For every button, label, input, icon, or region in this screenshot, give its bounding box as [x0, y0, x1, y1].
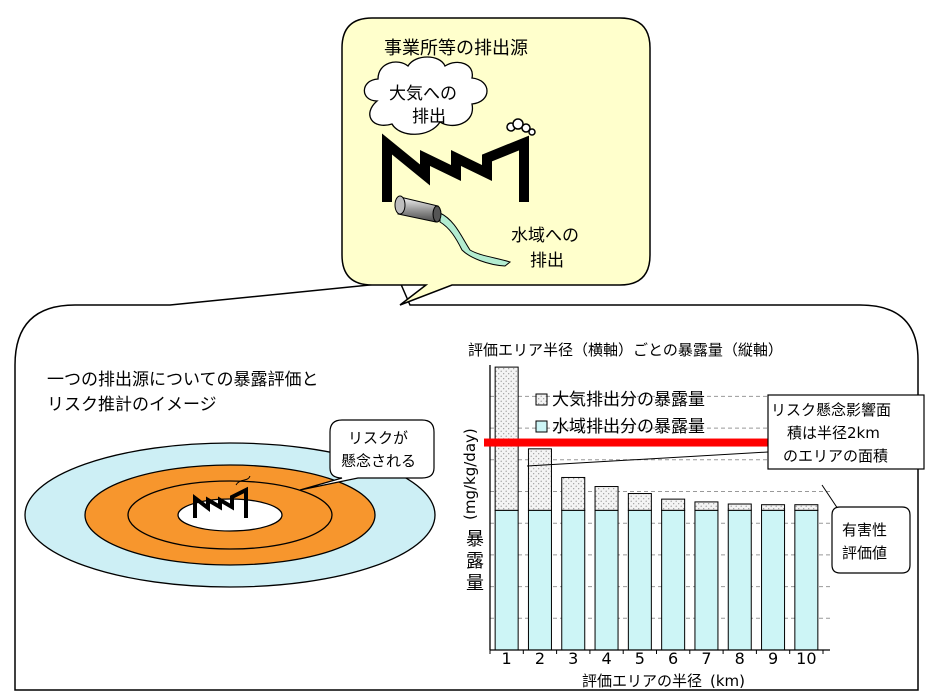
risk-annotation-text-2: 積は半径2km	[787, 424, 880, 442]
bar-water-1	[494, 509, 519, 651]
bar-water-5	[627, 509, 652, 651]
x-tick-label-6: 6	[668, 649, 678, 668]
bar-water-2	[527, 509, 552, 651]
bar-water-4	[594, 509, 619, 651]
chart-xlabel: 評価エリアの半径	[582, 672, 702, 690]
legend-label-air: 大気排出分の暴露量	[552, 390, 705, 410]
area-rings	[24, 442, 436, 588]
air-release-label-1: 大気への	[389, 84, 457, 104]
chart-title: 評価エリア半径（横軸）ごとの暴露量（縦軸）	[468, 341, 783, 359]
bar-water-8	[727, 509, 752, 651]
small-factory-icon	[193, 475, 251, 518]
factory-icon	[382, 118, 536, 202]
risk-area-annotation	[526, 394, 925, 470]
x-tick-label-3: 3	[568, 649, 578, 668]
legend-swatch-air	[535, 393, 548, 406]
discharge-pipe-icon	[394, 195, 512, 267]
hazard-annotation	[821, 484, 911, 574]
ylabel-char: 露	[466, 551, 484, 572]
bar-water-3	[561, 509, 586, 651]
bar-water-9	[761, 509, 786, 651]
chart-xlabel-unit: (km)	[710, 672, 745, 690]
hazard-threshold-line	[484, 438, 830, 447]
risk-callout	[299, 419, 435, 491]
bar-air-8	[727, 503, 752, 511]
chart-ylabel-unit: (mg/kg/day)	[461, 428, 479, 520]
bar-air-10	[794, 504, 819, 511]
chart-x-tick-labels: 1 2 3 4 5 6 7 8 9 10	[502, 649, 817, 668]
bar-air-9	[761, 504, 786, 511]
bar-water-7	[694, 509, 719, 651]
risk-callout-text-1: リスクが	[348, 429, 408, 447]
x-tick-label-5: 5	[635, 649, 645, 668]
hazard-annotation-text-1: 有害性	[842, 521, 887, 539]
bar-air-2	[527, 448, 552, 511]
air-cloud-icon	[363, 56, 488, 135]
left-panel-title-2: リスク推計のイメージ	[47, 395, 217, 415]
bar-air-6	[661, 498, 686, 511]
source-title: 事業所等の排出源	[384, 38, 528, 59]
ylabel-char: 暴	[466, 529, 484, 550]
inner-ring	[127, 480, 333, 550]
x-tick-label-1: 1	[502, 649, 512, 668]
risk-annotation-text-1: リスク懸念影響面	[771, 401, 891, 419]
risk-annotation-text-3: のエリアの面積	[783, 447, 888, 465]
bar-air-7	[694, 501, 719, 511]
x-tick-label-10: 10	[796, 649, 816, 668]
x-tick-label-9: 9	[768, 649, 778, 668]
chart-axes	[489, 365, 830, 654]
x-tick-label-7: 7	[701, 649, 711, 668]
water-release-label-2: 排出	[530, 251, 564, 271]
left-panel-title-1: 一つの排出源についての暴露評価と	[47, 370, 319, 390]
chart-bars	[494, 366, 819, 651]
legend-swatch-water	[535, 420, 548, 433]
legend-label-water: 水域排出分の暴露量	[552, 417, 705, 437]
chart-ylabel-main: 暴露量	[466, 529, 484, 594]
ylabel-char: 量	[466, 573, 484, 594]
x-tick-label-8: 8	[735, 649, 745, 668]
hazard-annotation-text-2: 評価値	[842, 544, 887, 562]
air-release-label-2: 排出	[412, 107, 446, 127]
exposure-callout-frame	[14, 281, 919, 691]
x-tick-label-2: 2	[535, 649, 545, 668]
bar-water-6	[661, 509, 686, 651]
bar-air-4	[594, 486, 619, 511]
bar-water-10	[794, 509, 819, 651]
water-release-label-1: 水域への	[511, 226, 579, 246]
bar-air-5	[627, 493, 652, 511]
bar-air-3	[561, 476, 586, 511]
chart-legend: 大気排出分の暴露量 水域排出分の暴露量	[535, 390, 705, 437]
x-tick-label-4: 4	[601, 649, 611, 668]
risk-callout-text-2: 懸念される	[341, 452, 416, 470]
